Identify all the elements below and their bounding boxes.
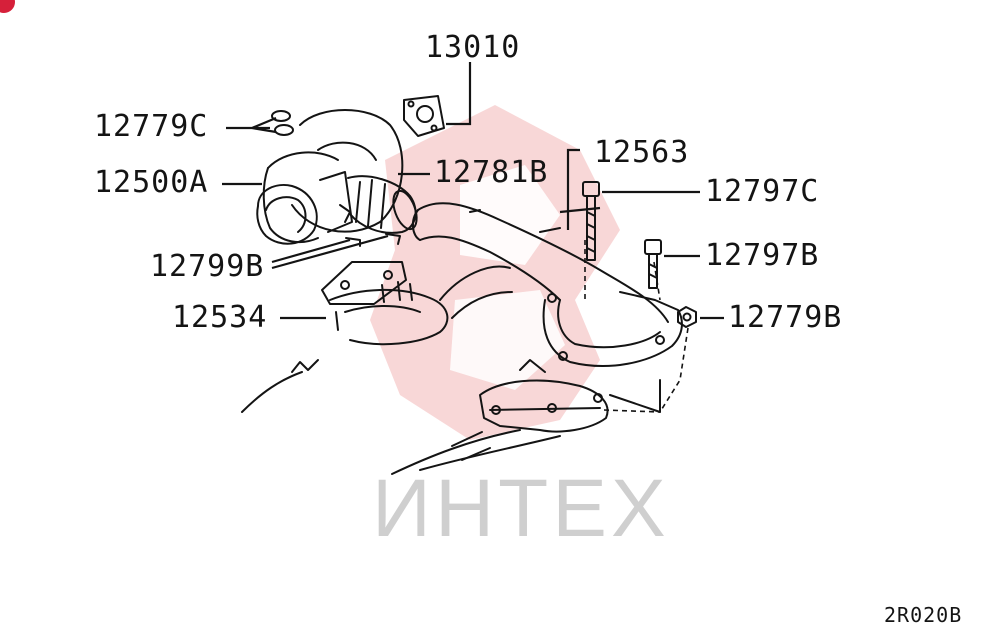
part-label-12500a: 12500A	[94, 165, 209, 200]
hose-clamps-12779c	[271, 110, 294, 136]
engine-outline	[241, 359, 561, 475]
part-label-12781b: 12781B	[434, 155, 549, 190]
gasket-13010	[403, 95, 445, 137]
watermark-logo	[370, 105, 620, 440]
part-label-13010: 13010	[425, 30, 521, 65]
exhaust-manifold	[329, 265, 513, 346]
watermark-text: ИНТЕХ	[372, 463, 670, 554]
bolt-12797c	[582, 181, 600, 261]
diagram-code: 2R020B	[884, 603, 963, 627]
intake-pipe	[412, 202, 669, 323]
bolt-12797b	[644, 239, 662, 289]
part-label-12799b: 12799B	[150, 249, 265, 284]
part-label-12563: 12563	[594, 135, 690, 170]
reference-lines	[584, 240, 689, 413]
part-label-12797c: 12797C	[705, 174, 820, 209]
lower-manifold	[479, 359, 661, 433]
part-label-12534: 12534	[172, 300, 268, 335]
leader-lines	[222, 62, 724, 320]
corner-badge	[0, 0, 15, 13]
part-label-12779b: 12779B	[728, 300, 843, 335]
part-label-12779c: 12779C	[94, 109, 209, 144]
gasket-12534	[321, 261, 407, 305]
nut-12779b	[677, 306, 697, 328]
intake-plenum	[542, 291, 683, 368]
part-label-12797b: 12797B	[705, 238, 820, 273]
